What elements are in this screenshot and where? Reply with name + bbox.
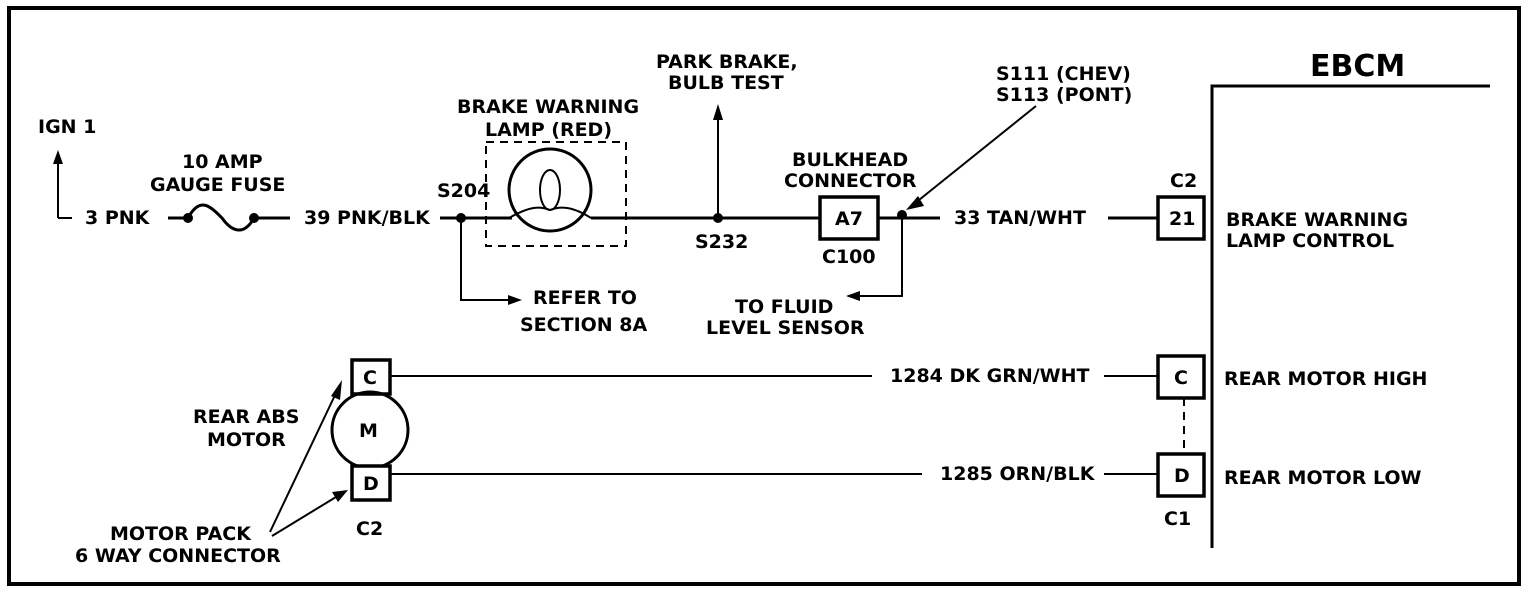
brake-warning-lamp-control-circuit: 33 TAN/WHT C2 21 BRAKE WARNING LAMP CONT… [954, 170, 1408, 252]
s111-label: S111 (CHEV) [996, 63, 1131, 85]
rear-high-label: REAR MOTOR HIGH [1224, 368, 1427, 390]
c100-label: C100 [822, 246, 876, 268]
refer-label-line1: REFER TO [533, 287, 637, 309]
fluid-label-line2: LEVEL SENSOR [706, 317, 865, 339]
ebcm-module: EBCM [1210, 49, 1490, 548]
c2-top-label: C2 [1170, 170, 1197, 192]
motor-c2-label: C2 [356, 518, 383, 540]
motor-d-label: D [363, 473, 379, 495]
rear-abs-label-line1: REAR ABS [193, 406, 299, 428]
c1-label: C1 [1164, 508, 1191, 530]
rear-motor-high-circuit: 1284 DK GRN/WHT C REAR MOTOR HIGH [390, 354, 1427, 400]
motor-m-label: M [359, 420, 378, 442]
bwlc-label-line2: LAMP CONTROL [1226, 230, 1394, 252]
bulkhead-connector: BULKHEAD CONNECTOR A7 C100 TO FLUID LEVE… [706, 63, 1132, 339]
motor-pack-label-line2: 6 WAY CONNECTOR [75, 545, 281, 567]
fuse-label-line1: 10 AMP [182, 151, 263, 173]
pin21-label: 21 [1169, 208, 1195, 230]
wire-33-label: 33 TAN/WHT [954, 207, 1086, 229]
park-label-line2: BULB TEST [668, 72, 784, 94]
a7-label: A7 [835, 208, 863, 230]
motor-pack-pointer-d-icon [332, 490, 348, 502]
fuse-label-line2: GAUGE FUSE [150, 174, 285, 196]
ebcm-d-label: D [1174, 465, 1190, 487]
motor-c-label: C [363, 367, 377, 389]
s113-label: S113 (PONT) [996, 84, 1132, 106]
wire-1285-label: 1285 ORN/BLK [940, 463, 1096, 485]
s204-label: S204 [437, 180, 490, 202]
rear-low-label: REAR MOTOR LOW [1224, 467, 1422, 489]
park-label-line1: PARK BRAKE, [656, 51, 798, 73]
motor-pack-pointer-c-icon [331, 380, 342, 400]
lamp-housing [485, 141, 627, 247]
rear-abs-motor: C M D C2 REAR ABS MOTOR MOTOR PACK 6 WAY… [75, 358, 410, 567]
s111-pointer-icon [906, 196, 924, 210]
ebcm-label: EBCM [1310, 49, 1405, 84]
s232-label: S232 [695, 231, 748, 253]
wire-1284-label: 1284 DK GRN/WHT [890, 365, 1090, 387]
rear-abs-label-line2: MOTOR [207, 429, 286, 451]
lamp-bulb-icon [507, 147, 593, 233]
fluid-label-line1: TO FLUID [735, 296, 833, 318]
bulkhead-label-line2: CONNECTOR [784, 170, 917, 192]
refer-label-line2: SECTION 8A [520, 314, 648, 336]
lamp-circuit: S204 REFER TO SECTION 8A BRAKE WARNING L… [437, 51, 820, 336]
bulkhead-label-line1: BULKHEAD [792, 149, 908, 171]
ebcm-c-label: C [1174, 367, 1188, 389]
park-arrow-icon [713, 104, 723, 120]
motor-pack-label-line1: MOTOR PACK [110, 523, 252, 545]
diagram-frame [7, 6, 1521, 586]
ign1-label: IGN 1 [38, 116, 96, 138]
ign1-arrow-icon [53, 150, 63, 164]
fluid-arrow-icon [846, 291, 860, 301]
fuse-element-icon [186, 203, 256, 232]
wire-3pnk-label: 3 PNK [85, 207, 151, 229]
gauge-fuse: 10 AMP GAUGE FUSE 39 PNK/BLK [150, 151, 431, 232]
bwlc-label-line1: BRAKE WARNING [1226, 209, 1408, 231]
wire-39-label: 39 PNK/BLK [304, 207, 431, 229]
refer-arrow-icon [508, 295, 522, 305]
lamp-label-line1: BRAKE WARNING [457, 96, 639, 118]
lamp-label-line2: LAMP (RED) [485, 119, 612, 141]
rear-motor-low-circuit: 1285 ORN/BLK D C1 REAR MOTOR LOW [390, 452, 1422, 530]
ign1-feed: IGN 1 3 PNK [38, 116, 151, 229]
